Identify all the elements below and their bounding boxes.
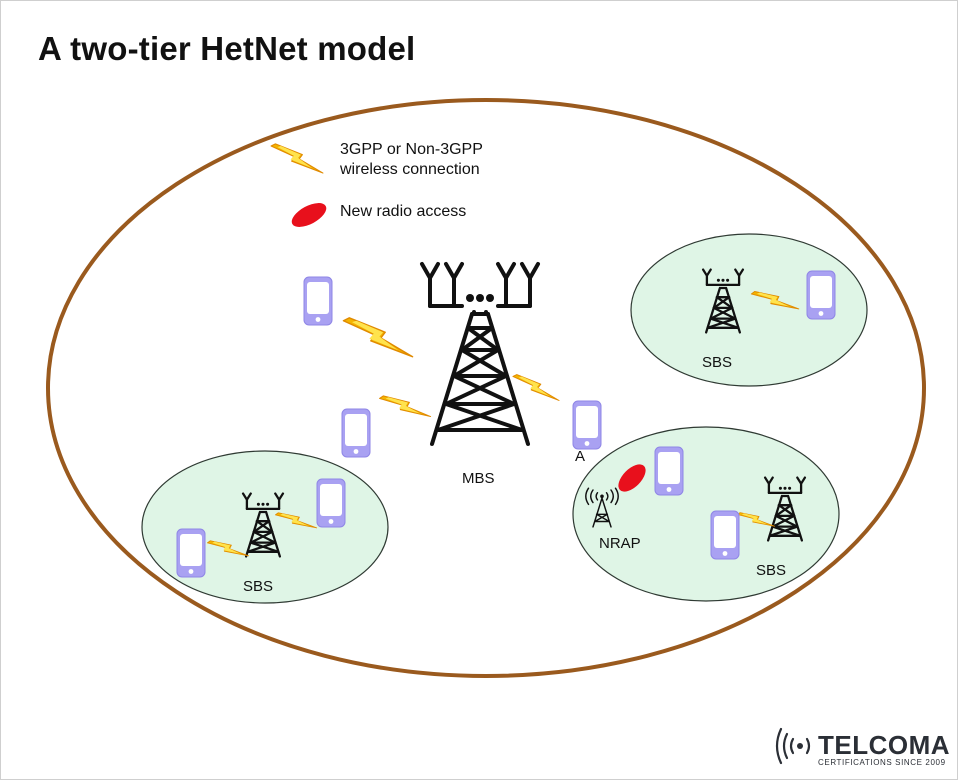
- phone-icon: [316, 478, 346, 528]
- phone-icon: [341, 408, 371, 458]
- sbs-label-top-right: SBS: [702, 354, 733, 371]
- mbs-link-bolt-icon: [342, 316, 414, 358]
- new-radio-ellipse-icon: [618, 464, 646, 492]
- phone-icon: [303, 276, 333, 326]
- mbs-link-bolt-icon: [378, 389, 432, 424]
- brand-logo: TELCOMA CERTIFICATIONS SINCE 2009: [770, 730, 950, 770]
- small-cell-bottom-right: [572, 426, 840, 602]
- page-title: A two-tier HetNet model: [38, 30, 416, 67]
- legend-wireless-label: 3GPP or Non-3GPP wireless connection: [340, 140, 483, 180]
- legend-lightning-bolt-icon: [270, 143, 324, 174]
- nrap-label: NRAP: [599, 535, 641, 552]
- macro-cell-boundary: [46, 98, 926, 678]
- mbs-link-bolt-icon: [512, 373, 560, 402]
- mbs-label: MBS: [462, 470, 495, 487]
- small-cell-top-right: [630, 233, 868, 387]
- phone-icon-user-a: [572, 400, 602, 450]
- legend-new-radio-label: New radio access: [340, 203, 467, 220]
- sbs-label-bottom-left: SBS: [243, 578, 274, 595]
- legend-wireless-line2: wireless connection: [340, 161, 480, 178]
- legend-new-radio-ellipse-icon: [291, 203, 327, 227]
- brand-signal-waves-icon: [775, 727, 811, 765]
- phone-icon: [654, 446, 684, 496]
- legend-wireless-line1: 3GPP or Non-3GPP: [340, 141, 483, 158]
- brand-tagline: CERTIFICATIONS SINCE 2009: [818, 758, 946, 767]
- phone-icon: [806, 270, 836, 320]
- brand-name: TELCOMA: [818, 730, 951, 760]
- mbs-tower-icon: [420, 262, 540, 446]
- user-a-label: A: [575, 448, 586, 465]
- sbs-label-bottom-right: SBS: [756, 562, 787, 579]
- phone-icon: [710, 510, 740, 560]
- phone-icon: [176, 528, 206, 578]
